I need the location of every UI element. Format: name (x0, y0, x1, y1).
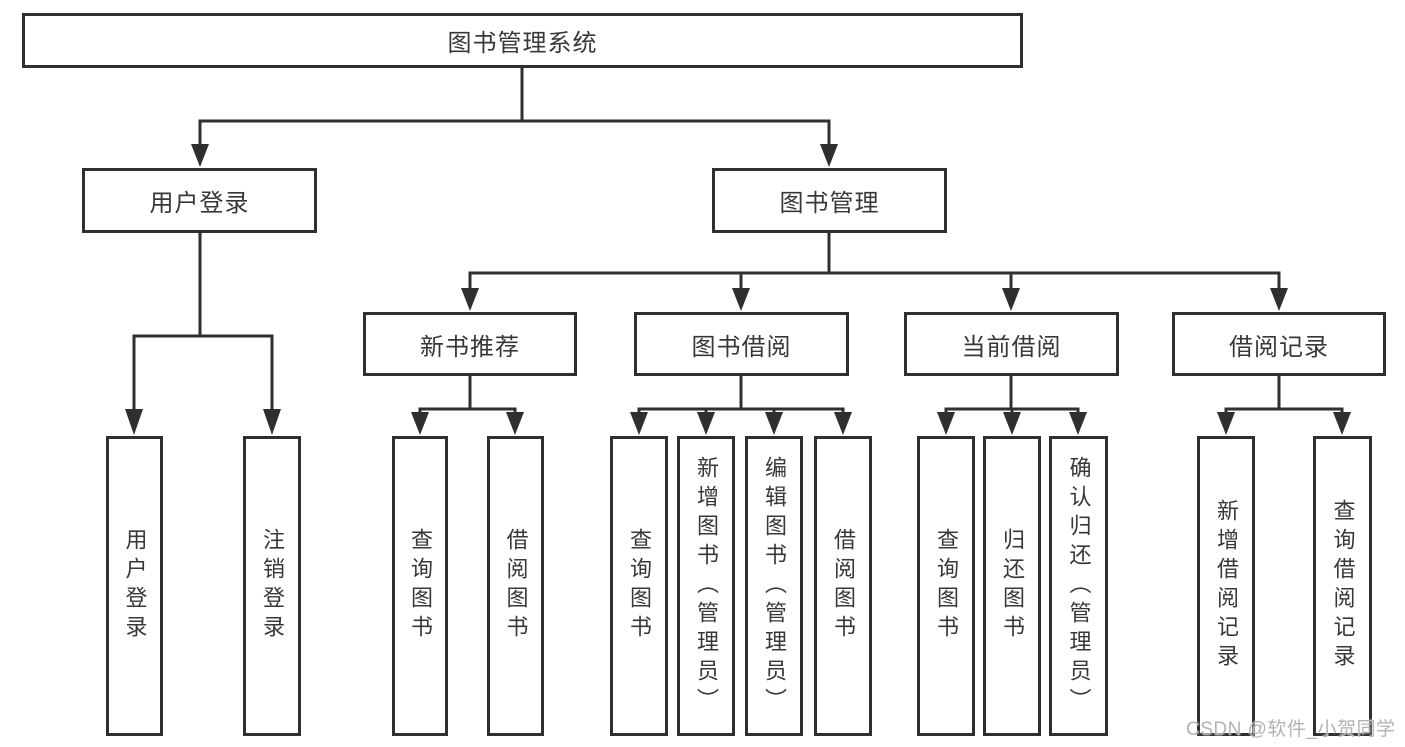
arrowhead-icon (697, 412, 715, 435)
arrowhead-icon (630, 412, 648, 435)
arrowhead-icon (1333, 412, 1351, 435)
node-branch-user-login: 用户登录 (82, 168, 317, 233)
leaf-label: 查询图书 (627, 528, 652, 644)
arrowhead-icon (1270, 288, 1288, 311)
node-branch-book-management: 图书管理 (712, 168, 947, 233)
connector-book-management-to-groups (468, 233, 1281, 291)
connector-new-book-group-to-children (418, 376, 517, 416)
arrowhead-icon (411, 412, 429, 435)
arrowhead-icon (732, 288, 750, 311)
leaf-label: 注销登录 (260, 528, 285, 644)
leaf-label: 借阅图书 (831, 528, 856, 644)
csdn-watermark: CSDN @软件_小贺同学 (1186, 719, 1396, 740)
node-leaf-query-books-current: 查询图书 (917, 436, 975, 736)
leaf-label: 新增借阅记录 (1214, 499, 1239, 673)
node-group-borrow-records: 借阅记录 (1172, 312, 1386, 376)
arrowhead-icon (191, 144, 209, 167)
node-leaf-borrow-books-recommend: 借阅图书 (487, 436, 544, 736)
arrowhead-icon (506, 412, 524, 435)
leaf-label: 新增图书（管理员） (694, 455, 719, 717)
arrowheads (125, 144, 1351, 435)
arrowhead-icon (1003, 412, 1021, 435)
node-group-book-borrow: 图书借阅 (634, 312, 849, 376)
connector-current-borrow-group-to-children (944, 376, 1080, 416)
node-group-new-book-recommend: 新书推荐 (363, 312, 577, 376)
leaf-label: 编辑图书（管理员） (762, 455, 787, 717)
connector-user-login-to-children (132, 233, 274, 412)
node-leaf-query-books-borrow: 查询图书 (610, 436, 668, 736)
node-leaf-query-books-recommend: 查询图书 (392, 436, 448, 736)
leaf-label: 查询借阅记录 (1330, 499, 1356, 673)
arrowhead-icon (834, 412, 852, 435)
arrowhead-icon (1002, 288, 1020, 311)
arrowhead-icon (263, 409, 281, 435)
node-leaf-confirm-return-admin: 确认归还（管理员） (1049, 436, 1108, 736)
arrowhead-icon (1069, 412, 1087, 435)
node-leaf-logout: 注销登录 (243, 436, 301, 736)
node-leaf-add-book-admin: 新增图书（管理员） (677, 436, 735, 736)
node-leaf-add-borrow-record: 新增借阅记录 (1197, 436, 1255, 736)
arrowhead-icon (125, 409, 143, 435)
connector-root-to-level2 (198, 68, 831, 147)
leaf-label: 确认归还（管理员） (1066, 455, 1092, 717)
node-leaf-user-login: 用户登录 (106, 436, 163, 736)
connector-borrow-record-group-to-children (1224, 376, 1344, 416)
node-leaf-edit-book-admin: 编辑图书（管理员） (745, 436, 803, 736)
leaf-label: 借阅图书 (503, 528, 529, 644)
arrowhead-icon (1217, 412, 1235, 435)
arrowhead-icon (461, 288, 479, 311)
node-root-system: 图书管理系统 (22, 13, 1023, 68)
node-leaf-borrow-books: 借阅图书 (814, 436, 872, 736)
node-group-current-borrow: 当前借阅 (904, 312, 1119, 376)
arrowhead-icon (765, 412, 783, 435)
node-leaf-return-book: 归还图书 (983, 436, 1041, 736)
connector-book-borrow-group-to-children (637, 376, 845, 416)
leaf-label: 查询图书 (408, 528, 433, 644)
node-leaf-query-borrow-record: 查询借阅记录 (1313, 436, 1372, 736)
leaf-label: 查询图书 (934, 528, 959, 644)
leaf-label: 用户登录 (122, 528, 148, 644)
arrowhead-icon (820, 144, 838, 167)
leaf-label: 归还图书 (1000, 528, 1025, 644)
arrowhead-icon (937, 412, 955, 435)
